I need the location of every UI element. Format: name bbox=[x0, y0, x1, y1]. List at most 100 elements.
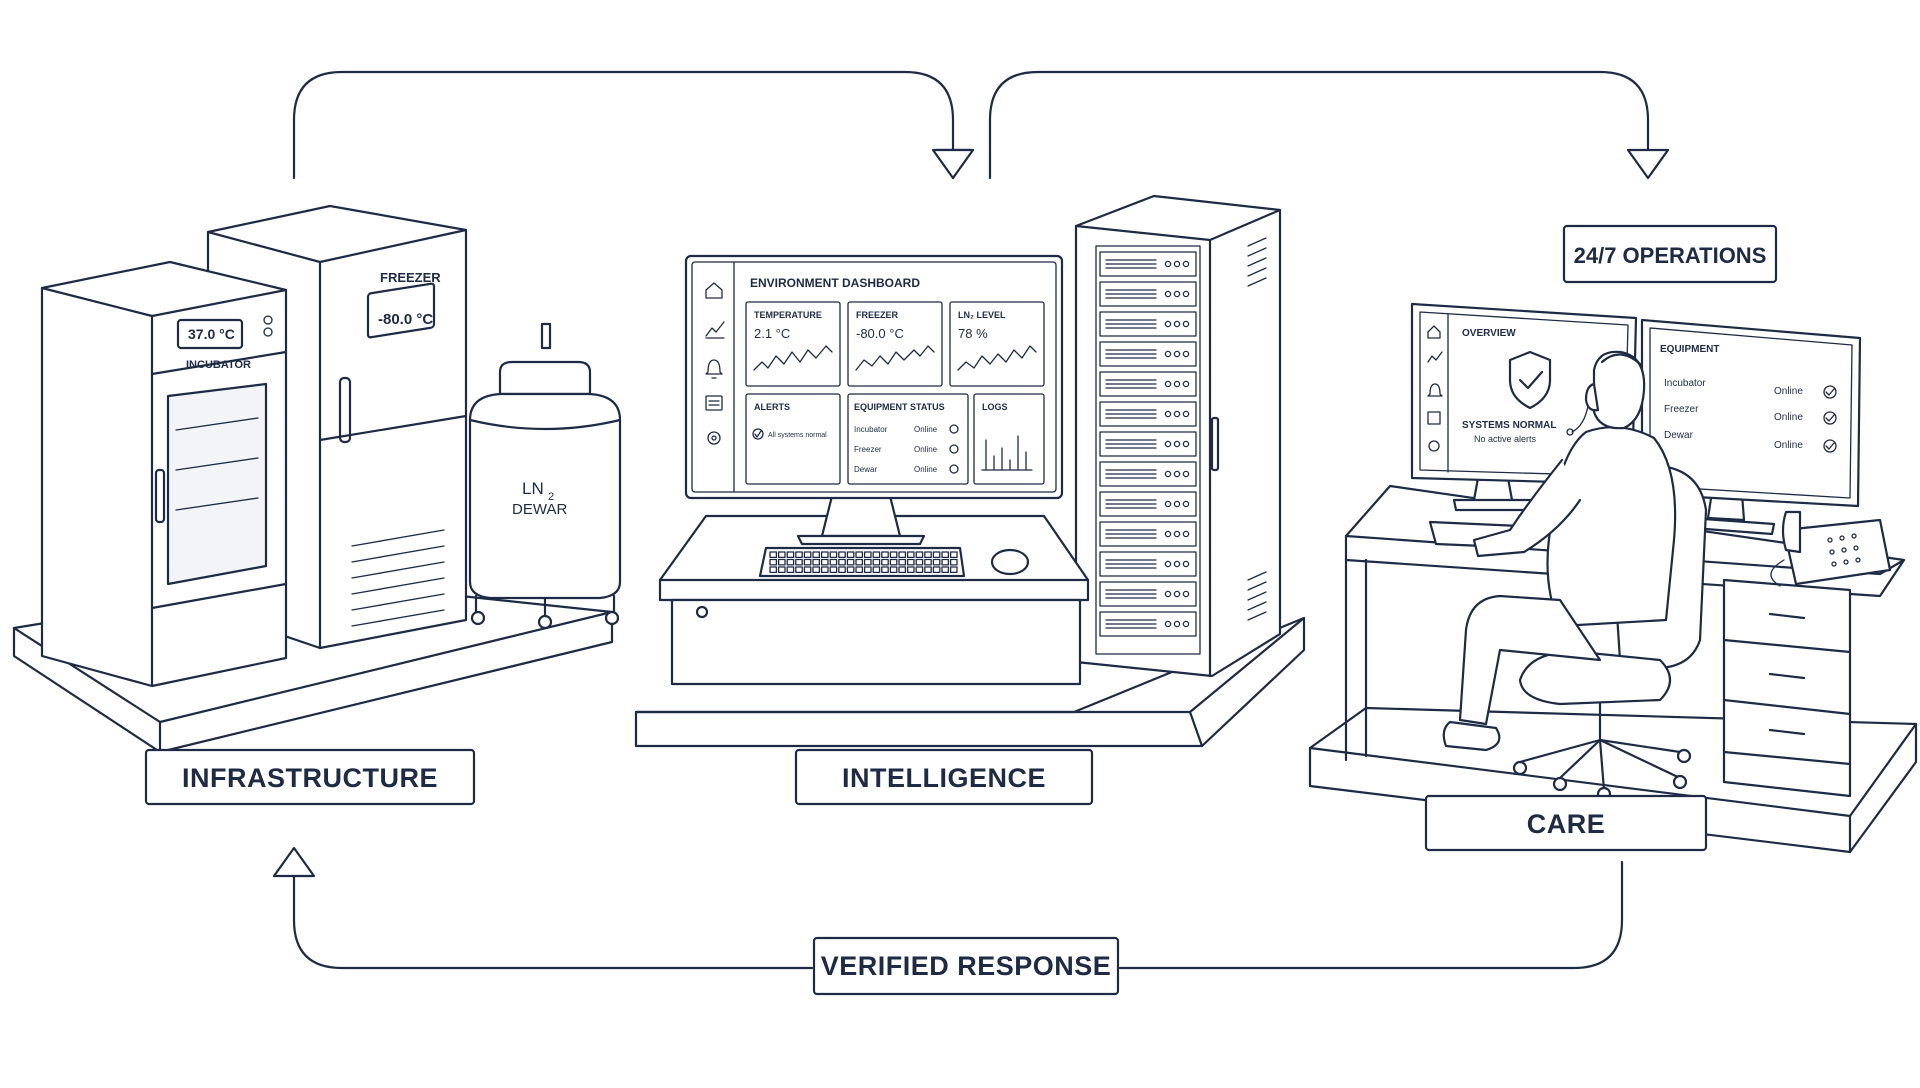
home-icon[interactable] bbox=[1427, 325, 1441, 339]
dashboard-card-ln2-level[interactable]: LN₂ LEVEL 78 % bbox=[949, 301, 1045, 387]
keyboard[interactable] bbox=[758, 546, 966, 578]
keyboard-key bbox=[906, 566, 915, 574]
keyboard-key bbox=[915, 558, 924, 566]
server-grille bbox=[1105, 439, 1157, 449]
keyboard-key bbox=[829, 551, 838, 559]
chart-icon[interactable] bbox=[1427, 351, 1443, 363]
server-led-icon bbox=[1173, 350, 1181, 358]
keyboard-key bbox=[872, 566, 881, 574]
keyboard-key bbox=[898, 566, 907, 574]
keyboard-key bbox=[829, 558, 838, 566]
sparkline-temperature bbox=[753, 345, 833, 371]
keyboard-key bbox=[846, 558, 855, 566]
keyboard-key bbox=[769, 551, 778, 559]
server-led-icon bbox=[1173, 470, 1181, 478]
keyboard-key bbox=[924, 551, 932, 559]
server-grille bbox=[1105, 409, 1157, 419]
server-grille bbox=[1105, 469, 1157, 479]
keyboard-key bbox=[932, 558, 941, 566]
dewar-label-dewar: DEWAR bbox=[512, 501, 567, 518]
keyboard-key bbox=[872, 558, 881, 566]
cycle-arrows bbox=[272, 70, 1670, 970]
arrowhead-up bbox=[272, 846, 316, 878]
server-slot bbox=[1099, 401, 1197, 427]
document-icon[interactable] bbox=[705, 395, 723, 411]
keyboard-key bbox=[812, 551, 821, 559]
operator-shoe bbox=[1442, 720, 1501, 752]
keyboard-key bbox=[949, 566, 958, 574]
dashboard-logs-panel[interactable]: LOGS bbox=[973, 393, 1045, 485]
incubator-glass-door bbox=[166, 382, 268, 586]
server-led-icon bbox=[1173, 290, 1181, 298]
infrastructure-label: INFRASTRUCTURE bbox=[182, 763, 438, 793]
document-icon[interactable] bbox=[1427, 411, 1441, 425]
server-grille bbox=[1105, 589, 1157, 599]
keyboard-key bbox=[803, 551, 812, 559]
gear-icon[interactable] bbox=[1428, 440, 1440, 452]
mouse[interactable] bbox=[990, 548, 1030, 576]
operator-person bbox=[1442, 350, 1708, 802]
keyboard-key bbox=[777, 558, 786, 566]
care-label: CARE bbox=[1527, 809, 1606, 839]
keyboard-key bbox=[786, 566, 795, 574]
keyboard-key bbox=[846, 566, 855, 574]
server-led-icon bbox=[1182, 530, 1190, 538]
svg-text:Online: Online bbox=[914, 445, 938, 454]
dashboard-equipment-panel[interactable]: EQUIPMENT STATUS Incubator Online Freeze… bbox=[847, 393, 969, 485]
server-grille bbox=[1105, 259, 1157, 269]
desk-phone[interactable] bbox=[1770, 510, 1892, 587]
keyboard-key bbox=[872, 551, 881, 559]
overview-title: OVERVIEW bbox=[1462, 328, 1516, 339]
sparkline-ln2 bbox=[957, 345, 1037, 371]
dashboard-card-temperature[interactable]: TEMPERATURE 2.1 °C bbox=[745, 301, 841, 387]
keyboard-key bbox=[898, 551, 907, 559]
keyboard-key bbox=[777, 566, 786, 574]
intelligence-cluster: ENVIRONMENT DASHBOARD TEMPERATURE 2.1 °C… bbox=[634, 194, 1306, 748]
desk-button-icon bbox=[695, 605, 709, 619]
keyboard-key bbox=[812, 558, 821, 566]
bell-icon[interactable] bbox=[705, 359, 723, 379]
svg-text:Dewar: Dewar bbox=[1664, 430, 1694, 441]
check-circle-icon bbox=[1823, 439, 1837, 453]
keyboard-key bbox=[949, 558, 958, 566]
server-grille bbox=[1105, 499, 1157, 509]
gear-icon[interactable] bbox=[707, 431, 721, 445]
dashboard-alerts-panel[interactable]: ALERTS All systems normal bbox=[745, 393, 841, 485]
keyboard-key bbox=[820, 566, 829, 574]
server-led-icon bbox=[1173, 260, 1181, 268]
server-led-icon bbox=[1182, 380, 1190, 388]
keyboard-key bbox=[777, 551, 786, 559]
check-circle-icon bbox=[949, 444, 959, 454]
dashboard-sidebar bbox=[705, 282, 725, 445]
dashboard-card-freezer[interactable]: FREEZER -80.0 °C bbox=[847, 301, 943, 387]
arrow-intelligence-to-care bbox=[988, 70, 1650, 180]
keyboard-key bbox=[881, 558, 889, 566]
keyboard-key bbox=[915, 566, 924, 574]
svg-text:78 %: 78 % bbox=[958, 326, 988, 341]
keyboard-key bbox=[932, 551, 941, 559]
svg-text:Online: Online bbox=[1774, 412, 1803, 423]
server-led-icon bbox=[1173, 560, 1181, 568]
server-slot bbox=[1099, 281, 1197, 307]
svg-text:FREEZER: FREEZER bbox=[856, 310, 899, 320]
operator-arm bbox=[1472, 458, 1582, 558]
server-led-icon bbox=[1182, 350, 1190, 358]
server-slot bbox=[1099, 551, 1197, 577]
keyboard-key bbox=[924, 566, 932, 574]
incubator-display bbox=[176, 318, 244, 350]
chart-icon[interactable] bbox=[705, 321, 725, 339]
incubator-unit: 37.0 °C INCUBATOR bbox=[40, 260, 288, 688]
server-led-icon bbox=[1182, 560, 1190, 568]
server-rack bbox=[1074, 194, 1282, 678]
server-slot bbox=[1099, 611, 1197, 637]
bell-icon[interactable] bbox=[1427, 383, 1443, 397]
server-slot bbox=[1099, 461, 1197, 487]
server-led-icon bbox=[1173, 410, 1181, 418]
freezer-vent bbox=[351, 529, 445, 627]
server-led-icon bbox=[1164, 320, 1172, 328]
home-icon[interactable] bbox=[705, 282, 723, 299]
check-circle-icon bbox=[1823, 385, 1837, 399]
logs-bar-chart-icon bbox=[981, 435, 1033, 471]
